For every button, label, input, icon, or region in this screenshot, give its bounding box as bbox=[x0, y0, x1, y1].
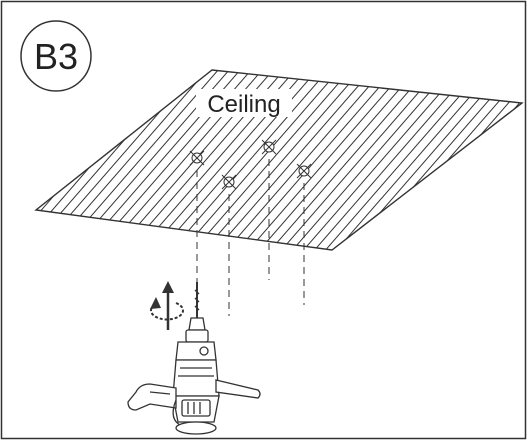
drill-guide-lines bbox=[196, 159, 305, 316]
hatch-line bbox=[187, 70, 489, 250]
hatch-line bbox=[176, 70, 478, 250]
hatch-line bbox=[385, 70, 522, 250]
rotation-arrow-icon bbox=[150, 281, 184, 330]
hatch-line bbox=[231, 70, 522, 250]
hatch-line bbox=[36, 70, 258, 250]
hatch-line bbox=[341, 70, 522, 250]
hatch-line bbox=[484, 70, 522, 250]
hatch-line bbox=[473, 70, 522, 250]
hatch-line bbox=[143, 70, 445, 250]
hatch-line bbox=[209, 70, 511, 250]
hatch-line bbox=[264, 70, 522, 250]
hatch-line bbox=[44, 70, 346, 250]
power-drill-icon bbox=[127, 282, 261, 435]
hatch-line bbox=[36, 70, 335, 250]
hatch-line bbox=[198, 70, 500, 250]
drill-hole-mark-icon bbox=[221, 174, 237, 190]
hatch-line bbox=[165, 70, 467, 250]
hatch-line bbox=[36, 70, 324, 250]
hatch-line bbox=[352, 70, 522, 250]
hatch-line bbox=[36, 70, 313, 250]
drill-hole-marks bbox=[189, 139, 312, 190]
hatch-line bbox=[36, 70, 269, 250]
hatch-line bbox=[363, 70, 522, 250]
hatch-line bbox=[308, 70, 522, 250]
hatch-line bbox=[220, 70, 522, 250]
hatch-line bbox=[462, 70, 522, 250]
hatch-line bbox=[286, 70, 522, 250]
hatch-line bbox=[36, 70, 236, 250]
step-badge: B3 bbox=[20, 20, 92, 92]
hatch-line bbox=[495, 70, 522, 250]
hatch-line bbox=[36, 70, 302, 250]
hatch-line bbox=[99, 70, 401, 250]
hatch-line bbox=[297, 70, 522, 250]
hatch-line bbox=[396, 70, 522, 250]
hatch-line bbox=[77, 70, 379, 250]
hatch-line bbox=[451, 70, 522, 250]
hatch-line bbox=[319, 70, 522, 250]
step-label: B3 bbox=[34, 36, 78, 77]
hatch-line bbox=[66, 70, 368, 250]
ceiling-label-bg bbox=[196, 89, 292, 117]
hatch-line bbox=[242, 70, 522, 250]
hatch-line bbox=[253, 70, 522, 250]
hatch-line bbox=[440, 70, 522, 250]
hatch-line bbox=[36, 70, 247, 250]
hatch-line bbox=[132, 70, 434, 250]
hatch-line bbox=[88, 70, 390, 250]
drill-hole-mark-icon bbox=[261, 139, 277, 155]
hatch-line bbox=[429, 70, 522, 250]
hatch-line bbox=[418, 70, 522, 250]
hatch-line bbox=[36, 70, 291, 250]
ceiling-label: Ceiling bbox=[207, 91, 280, 118]
hatch-line bbox=[275, 70, 522, 250]
hatch-line bbox=[374, 70, 522, 250]
hatch-line bbox=[110, 70, 412, 250]
hatch-line bbox=[36, 70, 280, 250]
hatch-line bbox=[55, 70, 357, 250]
hatch-line bbox=[121, 70, 423, 250]
drill-hole-mark-icon bbox=[189, 150, 205, 166]
drill-hole-mark-icon bbox=[296, 163, 312, 179]
